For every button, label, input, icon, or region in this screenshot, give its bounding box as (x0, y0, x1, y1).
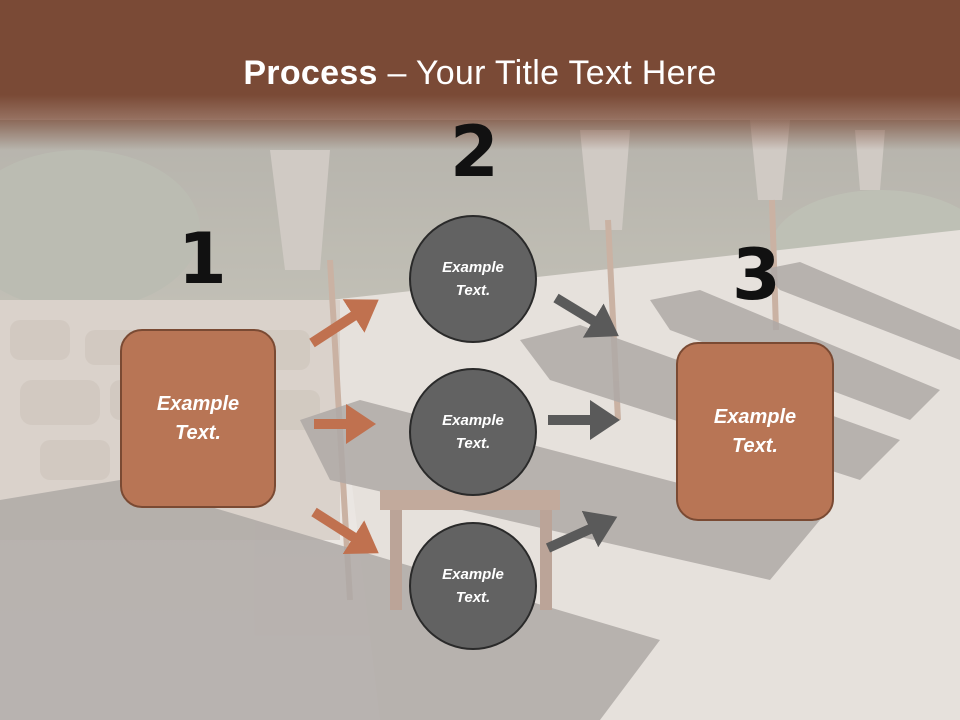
left-box-text: Example Text. (156, 392, 240, 444)
step-number-3: 3 (732, 234, 781, 316)
circle-middle-text: Example Text. (442, 412, 504, 452)
title-bold: Process (243, 54, 378, 92)
circle-middle: Example Text. (409, 368, 537, 496)
arrow-left-top (309, 299, 379, 348)
right-box-text: Example Text. (713, 405, 797, 457)
circle-top-text: Example Text. (442, 259, 504, 299)
right-box: Example Text. (676, 342, 834, 521)
step-number-2: 2 (450, 111, 499, 193)
left-box: Example Text. (120, 329, 276, 508)
circle-bottom: Example Text. (409, 522, 537, 650)
arrow-right-top (553, 293, 619, 338)
step-number-1: 1 (178, 218, 227, 300)
slide-title: Process – Your Title Text Here (0, 54, 960, 93)
arrow-left-bottom (311, 507, 379, 555)
arrow-right-bottom (545, 510, 618, 553)
circle-top: Example Text. (409, 215, 537, 343)
header-band (0, 0, 960, 150)
circle-bottom-text: Example Text. (442, 566, 504, 606)
title-rest: – Your Title Text Here (377, 54, 717, 92)
